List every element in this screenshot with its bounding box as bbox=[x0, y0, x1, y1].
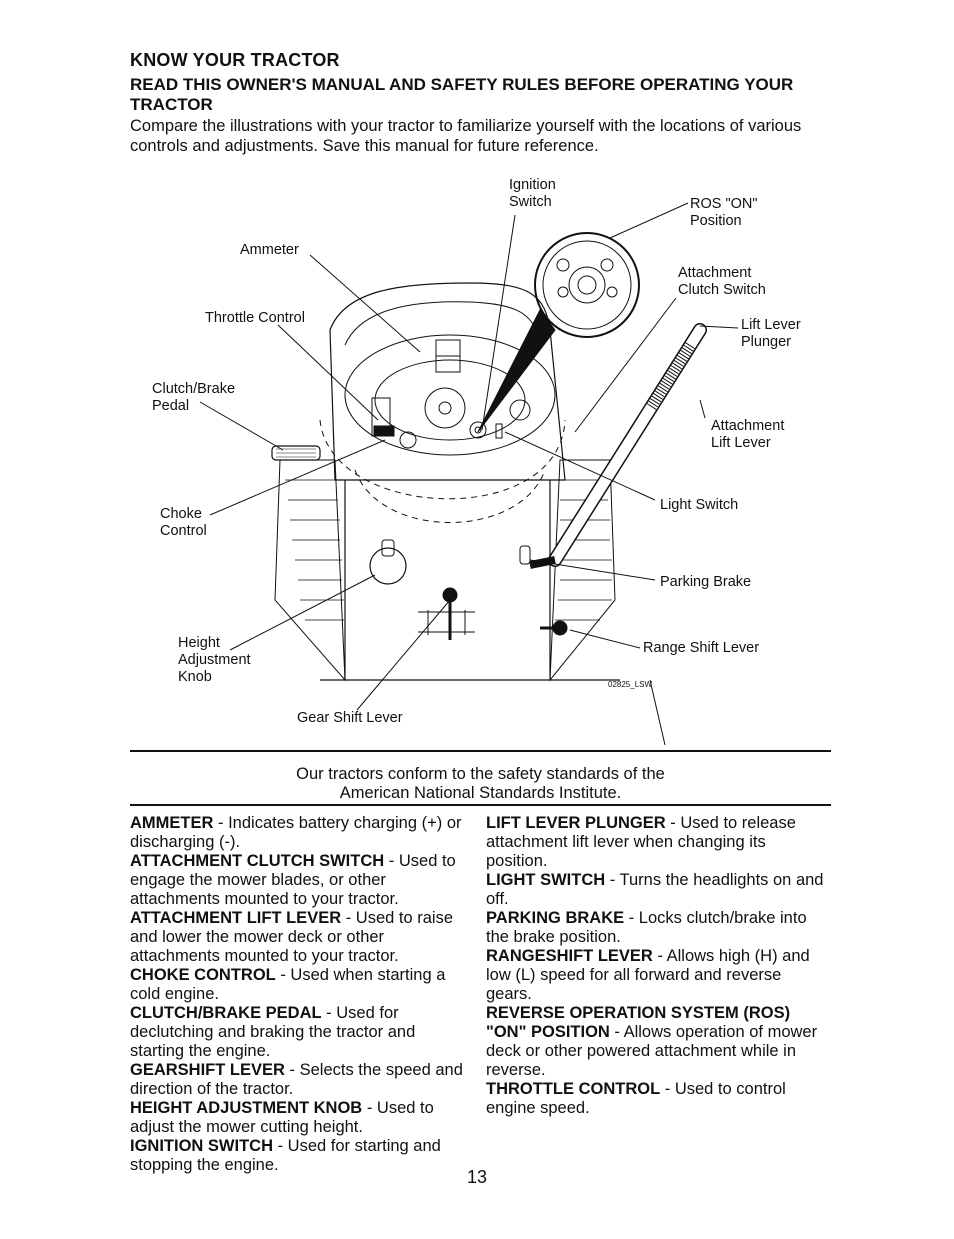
label-throttle-control: Throttle Control bbox=[205, 310, 305, 326]
label-attachment-clutch-switch: Attachment Clutch Switch bbox=[678, 265, 766, 298]
definition-item: LIGHT SWITCH - Turns the headlights on a… bbox=[486, 871, 831, 909]
definition-text: - Used when starting a cold engine. bbox=[130, 966, 446, 1003]
page-number: 13 bbox=[466, 1167, 488, 1187]
definition-term: CHOKE CONTROL bbox=[130, 966, 276, 984]
label-ignition-switch: Ignition Switch bbox=[509, 177, 556, 210]
definition-term: RANGESHIFT LEVER bbox=[486, 947, 653, 965]
label-height-adjustment-knob: Height Adjustment Knob bbox=[178, 635, 251, 685]
definition-text: - Used to release attachment lift lever … bbox=[486, 814, 796, 870]
standards-notice: Our tractors conform to the safety stand… bbox=[296, 765, 665, 802]
divider-top bbox=[130, 750, 831, 752]
definition-item: RANGESHIFT LEVER - Allows high (H) and l… bbox=[486, 947, 831, 1004]
definition-item: REVERSE OPERATION SYSTEM (ROS) "ON" POSI… bbox=[486, 1004, 831, 1080]
definition-item: HEIGHT ADJUSTMENT KNOB - Used to adjust … bbox=[130, 1099, 468, 1137]
label-lift-lever-plunger: Lift Lever Plunger bbox=[741, 317, 801, 350]
definition-term: LIGHT SWITCH bbox=[486, 871, 606, 889]
definition-item: CLUTCH/BRAKE PEDAL - Used for declutchin… bbox=[130, 1004, 468, 1061]
definition-text: - Turns the headlights on and off. bbox=[486, 871, 824, 908]
definition-text: - Used for declutching and braking the t… bbox=[130, 1004, 416, 1060]
definition-term: HEIGHT ADJUSTMENT KNOB bbox=[130, 1099, 363, 1117]
definition-item: THROTTLE CONTROL - Used to control engin… bbox=[486, 1080, 831, 1118]
definition-term: THROTTLE CONTROL bbox=[486, 1080, 661, 1098]
label-clutch-brake-pedal: Clutch/Brake Pedal bbox=[152, 381, 236, 414]
definition-item: CHOKE CONTROL - Used when starting a col… bbox=[130, 966, 468, 1004]
definition-text: - Used to engage the mower blades, or ot… bbox=[130, 852, 456, 908]
definition-item: AMMETER - Indicates battery charging (+)… bbox=[130, 814, 468, 852]
definition-text: - Used to adjust the mower cutting heigh… bbox=[130, 1099, 434, 1136]
definition-term: AMMETER bbox=[130, 814, 214, 832]
definitions-left-column: AMMETER - Indicates battery charging (+)… bbox=[130, 814, 468, 1175]
intro-paragraph: Compare the illustrations with your trac… bbox=[130, 117, 802, 155]
definition-term: CLUTCH/BRAKE PEDAL bbox=[130, 1004, 322, 1022]
label-parking-brake: Parking Brake bbox=[660, 574, 752, 590]
label-attachment-lift-lever: Attachment Lift Lever bbox=[711, 418, 785, 451]
definition-item: ATTACHMENT CLUTCH SWITCH - Used to engag… bbox=[130, 852, 468, 909]
label-range-shift-lever: Range Shift Lever bbox=[643, 640, 760, 656]
label-light-switch: Light Switch bbox=[660, 497, 739, 513]
definition-text: - Allows operation of mower deck or othe… bbox=[486, 1023, 818, 1079]
definition-item: GEARSHIFT LEVER - Selects the speed and … bbox=[130, 1061, 468, 1099]
definition-term: LIFT LEVER PLUNGER bbox=[486, 814, 666, 832]
definition-item: IGNITION SWITCH - Used for starting and … bbox=[130, 1137, 468, 1175]
definition-term: GEARSHIFT LEVER bbox=[130, 1061, 285, 1079]
label-choke-control: Choke Control bbox=[160, 506, 207, 539]
definition-term: PARKING BRAKE bbox=[486, 909, 625, 927]
figure-code: 02825_LSW bbox=[608, 680, 653, 689]
page-heading: KNOW YOUR TRACTOR bbox=[130, 50, 340, 70]
divider-bottom bbox=[130, 804, 831, 806]
definition-text: - Selects the speed and direction of the… bbox=[130, 1061, 463, 1098]
definition-term: IGNITION SWITCH bbox=[130, 1137, 273, 1155]
definition-item: PARKING BRAKE - Locks clutch/brake into … bbox=[486, 909, 831, 947]
definition-text: - Locks clutch/brake into the brake posi… bbox=[486, 909, 807, 946]
definition-text: - Allows high (H) and low (L) speed for … bbox=[486, 947, 810, 1003]
tractor-illustration bbox=[199, 202, 739, 746]
label-ammeter: Ammeter bbox=[240, 242, 299, 258]
page-subheading: READ THIS OWNER'S MANUAL AND SAFETY RULE… bbox=[130, 75, 794, 114]
definition-term: REVERSE OPERATION SYSTEM (ROS) "ON" POSI… bbox=[486, 1004, 791, 1041]
definition-term: ATTACHMENT CLUTCH SWITCH bbox=[130, 852, 385, 870]
definition-item: ATTACHMENT LIFT LEVER - Used to raise an… bbox=[130, 909, 468, 966]
definition-text: - Indicates battery charging (+) or disc… bbox=[130, 814, 462, 851]
label-gear-shift-lever: Gear Shift Lever bbox=[297, 710, 403, 726]
label-ros-on-position: ROS "ON" Position bbox=[690, 196, 758, 229]
definitions-right-column: LIFT LEVER PLUNGER - Used to release att… bbox=[486, 814, 831, 1118]
definition-text: - Used to raise and lower the mower deck… bbox=[130, 909, 453, 965]
definition-text: - Used to control engine speed. bbox=[486, 1080, 786, 1117]
definition-term: ATTACHMENT LIFT LEVER bbox=[130, 909, 342, 927]
definition-text: - Used for starting and stopping the eng… bbox=[130, 1137, 441, 1174]
definition-item: LIFT LEVER PLUNGER - Used to release att… bbox=[486, 814, 831, 871]
